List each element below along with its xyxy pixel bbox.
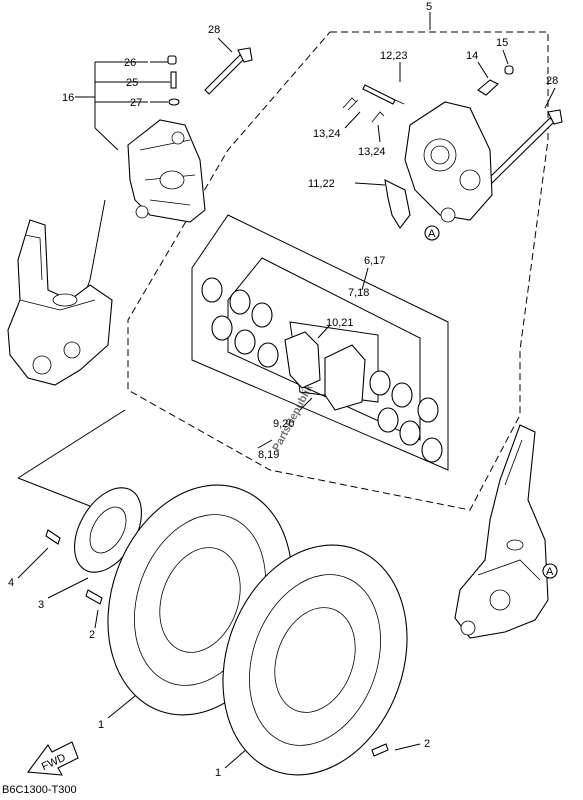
small-bolts bbox=[45, 529, 389, 757]
seal-kit-box-outer bbox=[191, 214, 449, 471]
callout-27: 27 bbox=[130, 97, 142, 109]
callout-15: 15 bbox=[496, 37, 508, 49]
callout-6-17: 6,17 bbox=[364, 255, 385, 267]
reference-marker-a-1-label: A bbox=[428, 228, 436, 240]
reference-marker-a-1: A bbox=[424, 225, 440, 241]
callout-7-18: 7,18 bbox=[348, 287, 369, 299]
sensor-rotor bbox=[74, 487, 142, 573]
caliper-kit-boundary bbox=[127, 31, 549, 511]
callout-10-21: 10,21 bbox=[326, 317, 354, 329]
bleed-screw-parts bbox=[167, 55, 180, 106]
reference-marker-a-2: A bbox=[542, 563, 558, 579]
pad-pin bbox=[362, 84, 405, 105]
pistons-and-seals bbox=[201, 277, 443, 463]
right-fork-leg bbox=[454, 424, 549, 639]
callout-28-right: 28 bbox=[546, 75, 558, 87]
callout-2-left: 2 bbox=[89, 629, 95, 641]
callout-28-left: 28 bbox=[208, 24, 220, 36]
callout-labels: 5 28 26 25 16 27 12,23 14 15 28 13,24 13… bbox=[8, 1, 558, 779]
callout-12-23: 12,23 bbox=[380, 50, 408, 62]
callout-4: 4 bbox=[8, 577, 14, 589]
callout-5: 5 bbox=[426, 1, 432, 13]
callout-14: 14 bbox=[466, 50, 478, 62]
brake-disc-right bbox=[222, 544, 408, 776]
caliper-bolt-right bbox=[486, 109, 563, 185]
callout-2-right: 2 bbox=[424, 738, 430, 750]
pad-clips bbox=[342, 97, 385, 123]
callout-25: 25 bbox=[126, 77, 138, 89]
left-caliper bbox=[127, 119, 206, 223]
forward-arrow: FWD bbox=[26, 741, 79, 776]
diagram-code: B6C1300-T300 bbox=[2, 784, 77, 796]
bleed-valve bbox=[477, 65, 514, 96]
left-fork-leg bbox=[7, 219, 113, 386]
brake-pads bbox=[284, 331, 366, 411]
callout-1-right: 1 bbox=[215, 767, 221, 779]
callout-13-24-left: 13,24 bbox=[313, 128, 341, 140]
callout-9-20: 9,20 bbox=[273, 418, 294, 430]
callout-3: 3 bbox=[38, 599, 44, 611]
callout-8-19: 8,19 bbox=[258, 449, 279, 461]
callout-13-24-right: 13,24 bbox=[358, 146, 386, 158]
right-caliper bbox=[404, 101, 493, 223]
callout-1-left: 1 bbox=[98, 719, 104, 731]
callout-11-22: 11,22 bbox=[308, 178, 335, 190]
callout-16: 16 bbox=[62, 92, 74, 104]
pad-spring bbox=[384, 179, 411, 229]
reference-marker-a-2-label: A bbox=[546, 566, 554, 578]
caliper-bolt-left bbox=[204, 47, 253, 95]
callout-26: 26 bbox=[124, 57, 136, 69]
